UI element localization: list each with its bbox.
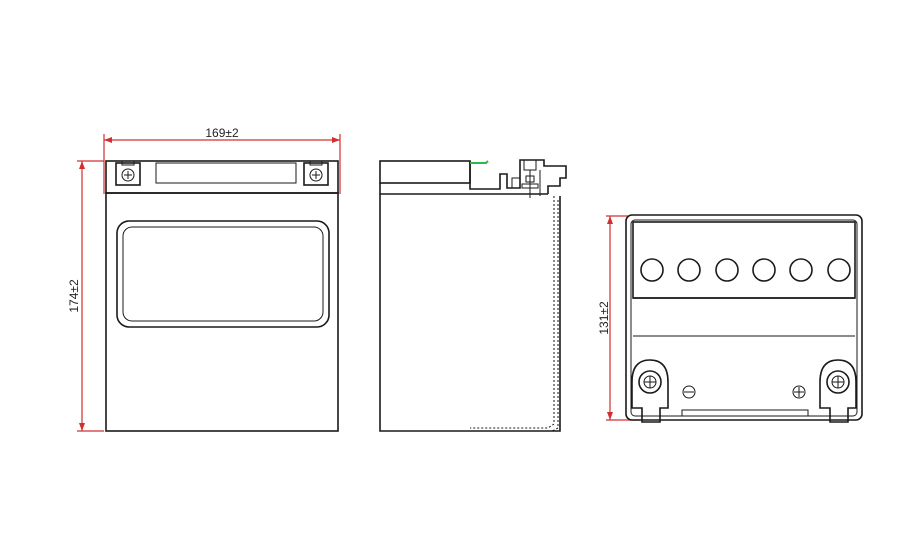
front-body	[105, 192, 339, 432]
cell-cover	[632, 221, 856, 299]
side-lid-profile	[469, 159, 567, 194]
width-dimension: 169±2	[103, 126, 341, 194]
front-view: 169±2 174±2	[67, 126, 341, 432]
side-terminal	[511, 159, 541, 198]
lid-recess	[155, 162, 297, 184]
vent-cap	[789, 258, 813, 282]
side-lid	[379, 160, 471, 184]
front-terminal-left	[115, 160, 141, 186]
height-label: 174±2	[67, 279, 81, 313]
label-window-outer	[116, 220, 330, 328]
depth-label: 131±2	[597, 301, 611, 335]
positive-marker	[792, 385, 806, 399]
vent-caps	[640, 258, 851, 282]
vent-cap	[640, 258, 664, 282]
vent-accent	[470, 160, 489, 164]
top-body	[625, 214, 863, 421]
side-edge-texture	[470, 196, 555, 429]
height-dimension: 174±2	[67, 160, 104, 432]
negative-marker	[682, 385, 696, 399]
side-view	[379, 159, 567, 432]
vent-cap	[827, 258, 851, 282]
vent-cap	[715, 258, 739, 282]
vent-cap	[752, 258, 776, 282]
width-label: 169±2	[205, 126, 239, 140]
top-terminal-left	[631, 359, 669, 423]
top-view: 131±2	[597, 214, 863, 423]
label-window-inner	[122, 226, 324, 322]
side-body	[379, 183, 561, 432]
bottom-strip	[681, 409, 809, 417]
front-terminal-right	[303, 160, 329, 186]
vent-cap	[677, 258, 701, 282]
top-terminal-right	[819, 359, 857, 423]
